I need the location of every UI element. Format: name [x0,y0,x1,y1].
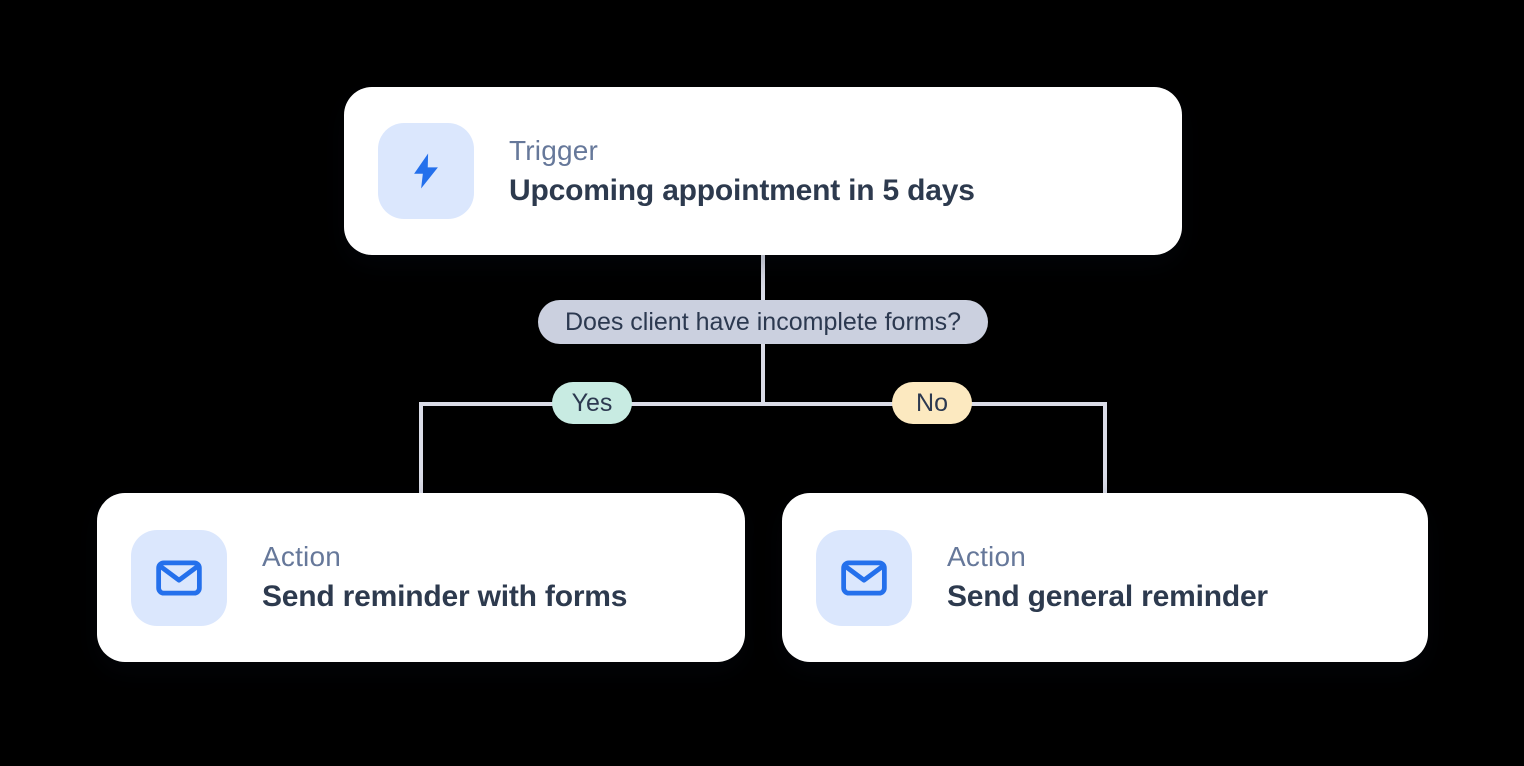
connector-no-branch [1103,402,1107,494]
mail-icon [816,529,912,626]
action-yes-title: Send reminder with forms [262,580,628,613]
action-no-title: Send general reminder [947,580,1268,613]
action-node-yes[interactable]: Action Send reminder with forms [97,493,745,662]
trigger-title: Upcoming appointment in 5 days [509,173,975,207]
trigger-label: Trigger [509,134,599,166]
action-yes-label: Action [262,541,342,572]
connector-branch-horizontal [419,402,1107,406]
trigger-node[interactable]: Trigger Upcoming appointment in 5 days [344,87,1182,255]
mail-icon [131,529,227,626]
branch-no-label: No [916,388,948,417]
action-node-no[interactable]: Action Send general reminder [782,493,1428,662]
lightning-icon [378,123,474,219]
branch-no-pill[interactable]: No [892,382,972,424]
condition-pill[interactable]: Does client have incomplete forms? [538,300,988,344]
connector-yes-branch [419,402,423,494]
action-no-label: Action [947,541,1027,572]
branch-yes-label: Yes [571,388,613,417]
branch-yes-pill[interactable]: Yes [552,382,632,424]
condition-question: Does client have incomplete forms? [564,307,962,336]
